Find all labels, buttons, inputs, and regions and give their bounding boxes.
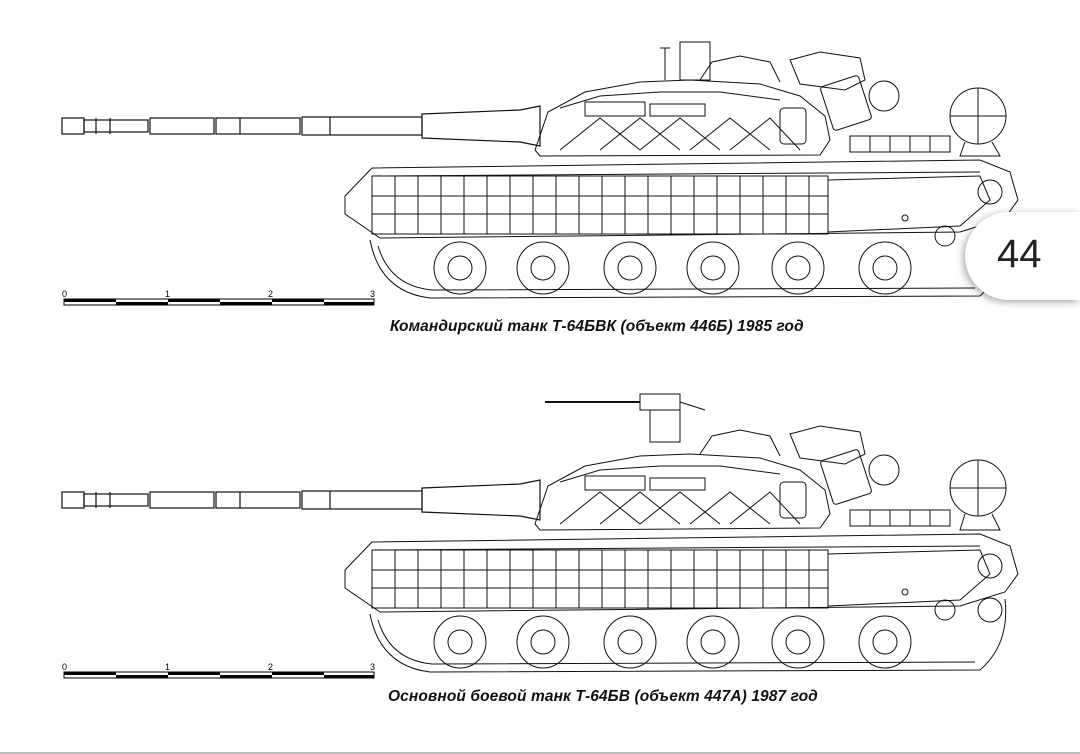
turret (534, 41, 951, 157)
gun-barrel (61, 105, 541, 147)
running-gear (369, 597, 1007, 673)
page-number: 44 (997, 232, 1042, 276)
scale-tick: 0 (62, 289, 68, 299)
scale-tick: 2 (268, 662, 274, 672)
tank-drawing-t64bvk (0, 0, 1080, 310)
turret (534, 393, 951, 531)
page-number-tab: 44 (965, 212, 1080, 300)
scale-tick: 1 (165, 662, 171, 672)
tank-drawing-t64bv (0, 380, 1080, 680)
scale-tick: 0 (62, 662, 68, 672)
page-edge-divider (0, 752, 1080, 754)
scale-tick: 3 (370, 662, 376, 672)
figure-caption: Основной боевой танк Т-64БВ (объект 447А… (388, 688, 818, 705)
searchlight (949, 87, 1007, 157)
hull (344, 159, 1019, 239)
searchlight (949, 459, 1007, 531)
figure-caption: Командирский танк Т-64БВК (объект 446Б) … (390, 318, 804, 335)
scale-bar: 0 1 2 3 (60, 289, 380, 311)
scale-tick: 2 (268, 289, 274, 299)
scale-bar: 0 1 2 3 (60, 662, 380, 684)
gun-barrel (61, 479, 541, 521)
scale-tick: 3 (370, 289, 376, 299)
scale-tick: 1 (165, 289, 171, 299)
hull (344, 533, 1019, 613)
